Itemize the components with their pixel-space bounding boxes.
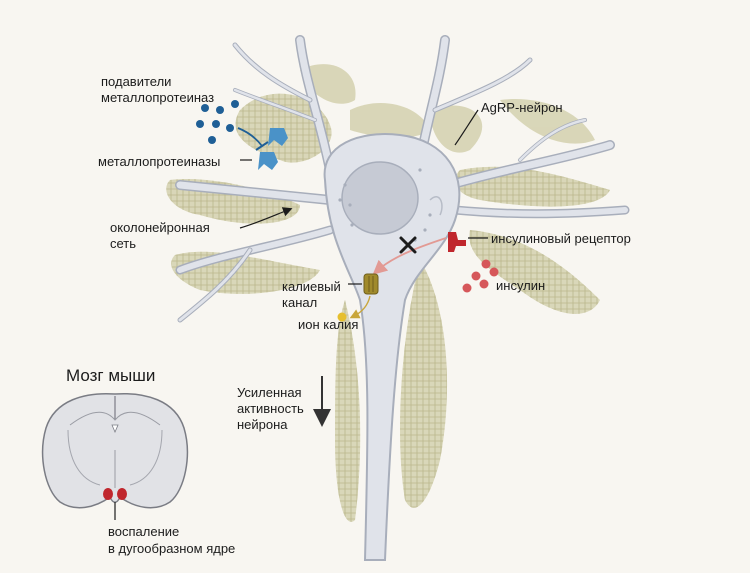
nucleus: [341, 161, 419, 235]
activity-label-1: Усиленная: [237, 385, 302, 400]
inhibitors-label-2: металлопротеиназ: [101, 90, 215, 105]
agrp-neuron-label: AgRP-нейрон: [481, 100, 563, 115]
dendrites: [175, 35, 630, 323]
insulin-receptor: [448, 232, 466, 252]
inflammation-label-2: в дугообразном ядре: [108, 541, 236, 556]
insulin-receptor-label: инсулиновый рецептор: [491, 231, 631, 246]
potassium-ion-label: ион калия: [298, 317, 359, 332]
block-x-icon: [399, 236, 417, 254]
metalloproteinases-label: металлопротеиназы: [98, 154, 221, 169]
metalloproteinase-inhibitors: [196, 100, 239, 144]
agrp-pointer: [454, 109, 479, 146]
agrp-neuron-body: [323, 133, 461, 561]
potassium-flow-arrow: [349, 295, 371, 319]
activity-label-2: активность: [237, 401, 304, 416]
arcuate-inflammation-right: [117, 488, 127, 500]
perineuronal-net-label-1: околонейронная: [110, 220, 210, 235]
metalloproteinase-enzymes: [258, 128, 288, 170]
inflammation-label-1: воспаление: [108, 524, 180, 539]
signal-arrow: [372, 237, 447, 275]
activity-label-3: нейрона: [237, 417, 288, 432]
insulin-label: инсулин: [496, 278, 546, 293]
inhibition-arrow: [237, 127, 263, 147]
brain-title: Мозг мыши: [66, 366, 156, 385]
perineuronal-net-label-2: сеть: [110, 236, 137, 251]
perineuronal-net-arrow: [239, 207, 293, 229]
insulin-molecules: [462, 259, 499, 293]
potassium-channel-label-2: канал: [282, 295, 318, 310]
arcuate-inflammation-left: [103, 488, 113, 500]
potassium-ion: [337, 312, 347, 322]
potassium-channel: [363, 273, 379, 295]
inhibitors-label-1: подавители: [101, 74, 172, 89]
potassium-channel-label-1: калиевый: [282, 279, 341, 294]
mouse-brain-section: [41, 392, 189, 509]
perineuronal-net-hair: [166, 93, 610, 522]
